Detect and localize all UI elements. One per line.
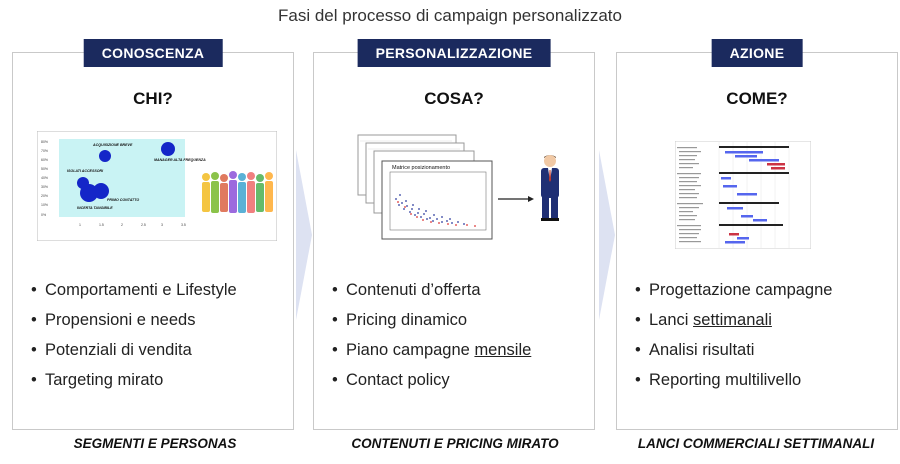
bubble-label: PRIMO CONTATTO <box>107 198 139 202</box>
chevron-right-icon <box>599 150 615 320</box>
bubble-label: MANAGER ALTA FREQUENZA <box>154 158 206 162</box>
bubble <box>99 150 111 162</box>
panel-question: COSA? <box>424 89 484 108</box>
bubble-label: ISOLATI ACCESSORI <box>67 169 104 173</box>
panel-question: COME? <box>726 89 788 108</box>
panel-conoscenza: CONOSCENZA CHI? 80% 70% 60% 50% 40% 30% … <box>12 39 294 430</box>
list-item: •Targeting mirato <box>31 371 164 389</box>
bubble-chart-thumbnail: 80% 70% 60% 50% 40% 30% 20% 10% 0% 1 1.5… <box>37 131 277 241</box>
list-item: •Contact policy <box>332 371 450 389</box>
list-item: •Analisi risultati <box>635 341 755 359</box>
tick-label: 1 <box>79 223 81 227</box>
panel-header: PERSONALIZZAZIONE <box>357 39 551 67</box>
gantt-chart-thumbnail <box>675 141 811 249</box>
tick-label: 2.5 <box>141 223 146 227</box>
tick-label: 80% <box>41 140 48 144</box>
bubble-label: ACQUISIZIONE BREVE <box>92 143 133 147</box>
tick-label: 30% <box>41 185 48 189</box>
tick-label: 0% <box>41 213 46 217</box>
list-item: •Pricing dinamico <box>332 311 468 329</box>
page-title: Fasi del processo di campaign personaliz… <box>278 6 622 25</box>
panel-header: CONOSCENZA <box>83 39 223 67</box>
tick-label: 1.5 <box>99 223 104 227</box>
tick-label: 60% <box>41 158 48 162</box>
list-item: •Potenziali di vendita <box>31 341 192 359</box>
list-item: •Lanci settimanali <box>635 311 772 329</box>
businessman-figure <box>541 155 559 221</box>
list-item: •Contenuti d’offerta <box>332 281 481 299</box>
tick-label: 3 <box>161 223 163 227</box>
bubble <box>93 183 109 199</box>
tick-label: 50% <box>41 167 48 171</box>
chevron-right-icon <box>296 150 312 320</box>
people-silhouettes <box>202 171 273 213</box>
panel-footer: SEGMENTI E PERSONAS <box>73 436 237 451</box>
scatter-document-illustration: Matrice posizionamento <box>357 134 559 240</box>
panel-header: AZIONE <box>711 39 803 67</box>
document-title: Matrice posizionamento <box>392 165 450 171</box>
panel-question: CHI? <box>133 89 173 108</box>
tick-label: 2 <box>121 223 123 227</box>
tick-label: 3.5 <box>181 223 186 227</box>
list-item: •Reporting multilivello <box>635 371 802 389</box>
panel-personalizzazione: PERSONALIZZAZIONE COSA? Matrice posizion… <box>313 39 595 430</box>
list-item: •Progettazione campagne <box>635 281 833 299</box>
tick-label: 20% <box>41 194 48 198</box>
list-item: •Piano campagne mensile <box>332 341 532 359</box>
list-item: •Propensioni e needs <box>31 311 196 329</box>
bullet-list: •Comportamenti e Lifestyle •Propensioni … <box>31 275 237 395</box>
panel-footer: LANCI COMMERCIALI SETTIMANALI <box>637 436 875 451</box>
list-item: •Comportamenti e Lifestyle <box>31 281 237 299</box>
tick-label: 40% <box>41 176 48 180</box>
tick-label: 10% <box>41 203 48 207</box>
panel-footer: CONTENUTI E PRICING MIRATO <box>351 436 559 451</box>
bubble-label: INCERTA TANGIBILE <box>77 206 113 210</box>
bullet-list: •Contenuti d’offerta •Pricing dinamico •… <box>332 275 531 395</box>
bubble <box>161 142 175 156</box>
bullet-list: •Progettazione campagne •Lanci settimana… <box>635 275 832 395</box>
panel-azione: AZIONE COME? <box>616 39 898 430</box>
tick-label: 70% <box>41 149 48 153</box>
